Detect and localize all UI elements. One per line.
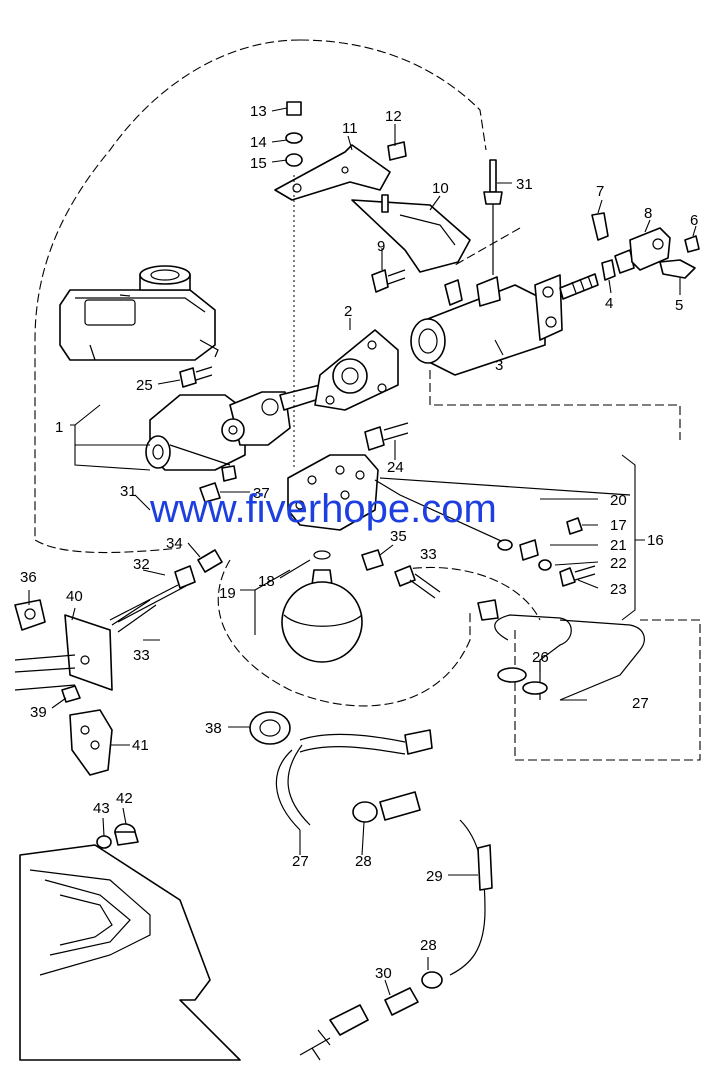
callout-21: 21 [610, 537, 627, 554]
callout-12: 12 [385, 108, 402, 125]
leader-lines [28, 107, 697, 996]
callout-3: 3 [495, 357, 503, 374]
callout-15: 15 [250, 155, 267, 172]
clutch-master-cylinder [410, 159, 599, 376]
callout-18: 18 [258, 573, 275, 590]
callout-27b: 27 [292, 853, 309, 870]
screw-stack [285, 101, 303, 470]
callout-36: 36 [20, 569, 37, 586]
callout-16: 16 [647, 532, 664, 549]
bracket-parts-left [14, 599, 113, 776]
callout-25: 25 [136, 377, 153, 394]
assembly-boundary [34, 39, 701, 761]
hoses [275, 614, 645, 1061]
callout-20: 20 [610, 492, 627, 509]
callout-33b: 33 [420, 546, 437, 563]
valve-block [287, 454, 631, 546]
callout-6: 6 [690, 212, 698, 229]
line-nipples [197, 482, 384, 573]
callout-37: 37 [253, 485, 270, 502]
callout-31: 31 [516, 176, 533, 193]
callout-43: 43 [93, 800, 110, 817]
pushrod-clevis [591, 212, 700, 281]
brake-lines [109, 565, 499, 633]
callout-10: 10 [432, 180, 449, 197]
callout-33: 33 [133, 647, 150, 664]
callout-42: 42 [116, 790, 133, 807]
callout-39: 39 [30, 704, 47, 721]
callout-22: 22 [610, 555, 627, 572]
callout-24: 24 [387, 459, 404, 476]
callout-30: 30 [375, 965, 392, 982]
callout-19: 19 [219, 585, 236, 602]
callout-34: 34 [166, 535, 183, 552]
callout-14: 14 [250, 134, 267, 151]
watermark-text: www.fiverhope.com [149, 487, 497, 531]
callout-9: 9 [377, 238, 385, 255]
mounting-bracket [274, 141, 471, 273]
valve-fittings [497, 517, 596, 587]
callout-27: 27 [632, 695, 649, 712]
callout-23: 23 [610, 581, 627, 598]
callout-7: 7 [596, 183, 604, 200]
callout-13: 13 [250, 103, 267, 120]
callout-numbers: 1 2 3 4 5 6 7 8 9 10 11 12 13 14 15 16 1… [20, 103, 698, 982]
callout-28b: 28 [420, 937, 437, 954]
callout-8: 8 [644, 205, 652, 222]
callout-28: 28 [355, 853, 372, 870]
callout-5: 5 [675, 297, 683, 314]
callout-38: 38 [205, 720, 222, 737]
callout-35: 35 [390, 528, 407, 545]
grommet [249, 711, 291, 745]
pressure-accumulator [281, 550, 363, 663]
callout-2: 2 [344, 303, 352, 320]
master-cylinder [145, 384, 323, 471]
brake-fluid-reservoir [59, 265, 219, 361]
callout-26: 26 [532, 649, 549, 666]
vehicle-housing [19, 844, 241, 1061]
callout-32: 32 [133, 556, 150, 573]
callout-11: 11 [342, 120, 358, 137]
bolts [179, 269, 409, 482]
callout-1: 1 [55, 419, 63, 436]
hose-clamps [352, 667, 548, 989]
callout-29: 29 [426, 868, 443, 885]
callout-40: 40 [66, 588, 83, 605]
callout-41: 41 [132, 737, 149, 754]
callout-4: 4 [605, 295, 613, 312]
cap-and-clip [96, 823, 139, 849]
gasket-plate [314, 329, 399, 411]
callout-31b: 31 [120, 483, 137, 500]
callout-17: 17 [610, 517, 627, 534]
